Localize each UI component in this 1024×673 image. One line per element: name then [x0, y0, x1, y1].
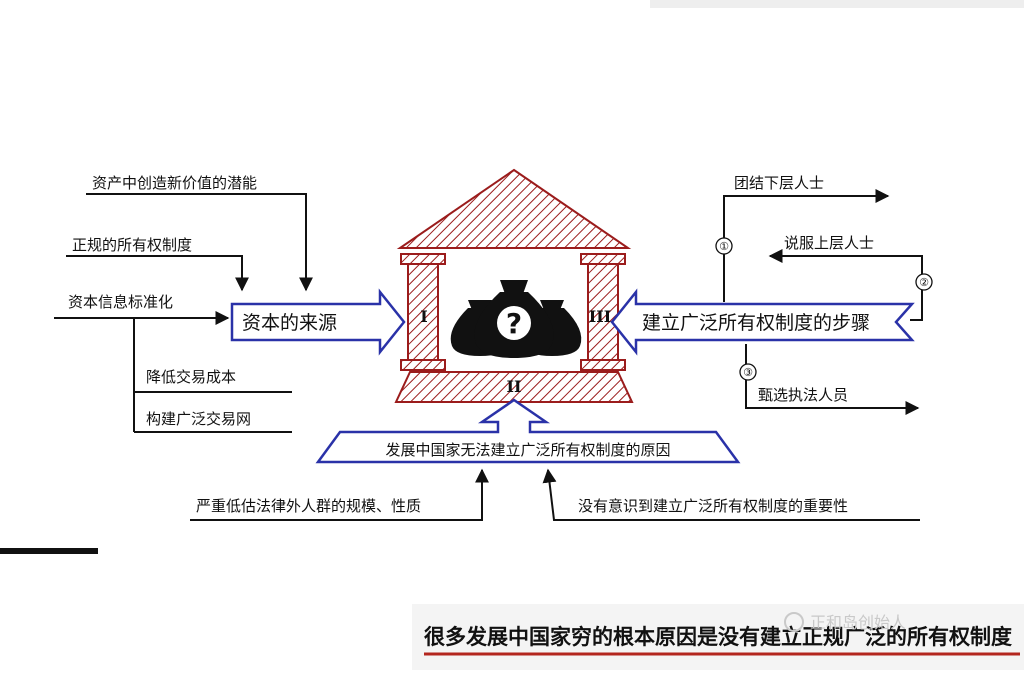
caption-strip — [412, 604, 1024, 670]
roman-numeral-iii: III — [589, 307, 611, 326]
steps-title: 建立广泛所有权制度的步骤 — [642, 312, 870, 334]
reasons-box — [315, 398, 741, 464]
step3-number: ③ — [743, 366, 753, 379]
watermark-icon — [784, 612, 804, 632]
building-base — [394, 371, 634, 403]
roman-numeral-ii: II — [507, 377, 522, 396]
question-mark: ? — [506, 307, 522, 340]
step2-label: 说服上层人士 — [784, 234, 874, 252]
roman-numeral-i: I — [420, 307, 427, 326]
right-branch: 建立广泛所有权制度的步骤 团结下层人士 ① 说服上层人士 ② 甄选执法人员 ③ — [610, 174, 933, 415]
top-right-blur — [650, 0, 1024, 8]
building-roof — [396, 168, 632, 249]
reason-left-label: 严重低估法律外人群的规模、性质 — [196, 497, 421, 515]
right-pillar-capital — [580, 253, 626, 265]
building-illustration: I III II ? — [394, 168, 634, 403]
left-pillar-capital — [400, 253, 446, 265]
step1-label: 团结下层人士 — [734, 174, 824, 192]
reason-right-label: 没有意识到建立广泛所有权制度的重要性 — [578, 497, 848, 515]
money-bags-icon: ? — [450, 280, 582, 358]
left-branch: 资本的来源 资产中创造新价值的潜能 正规的所有权制度 资本信息标准化 降低交易成… — [54, 174, 406, 433]
capital-source-arrow-box — [230, 288, 406, 356]
watermark-text: 正和岛创始人 — [810, 613, 906, 632]
right-pillar-base — [580, 359, 626, 371]
step2-number: ② — [919, 276, 929, 289]
step1-number: ① — [719, 240, 729, 253]
steps-arrow-box — [610, 288, 915, 356]
build-network-label: 构建广泛交易网 — [146, 410, 251, 428]
bottom-branch: 发展中国家无法建立广泛所有权制度的原因 严重低估法律外人群的规模、性质 没有意识… — [190, 398, 920, 521]
left-edge-fragment — [0, 548, 98, 554]
caption-text: 很多发展中国家穷的根本原因是没有建立正规广泛的所有权制度 — [424, 625, 1012, 649]
step3-label: 甄选执法人员 — [758, 386, 848, 404]
potential-label: 资产中创造新价值的潜能 — [92, 174, 257, 192]
reduce-cost-label: 降低交易成本 — [146, 368, 236, 386]
left-pillar-base — [400, 359, 446, 371]
formal-ownership-label: 正规的所有权制度 — [72, 236, 192, 254]
capital-source-title: 资本的来源 — [242, 312, 337, 334]
standardization-label: 资本信息标准化 — [68, 293, 173, 311]
reasons-title: 发展中国家无法建立广泛所有权制度的原因 — [385, 441, 670, 459]
